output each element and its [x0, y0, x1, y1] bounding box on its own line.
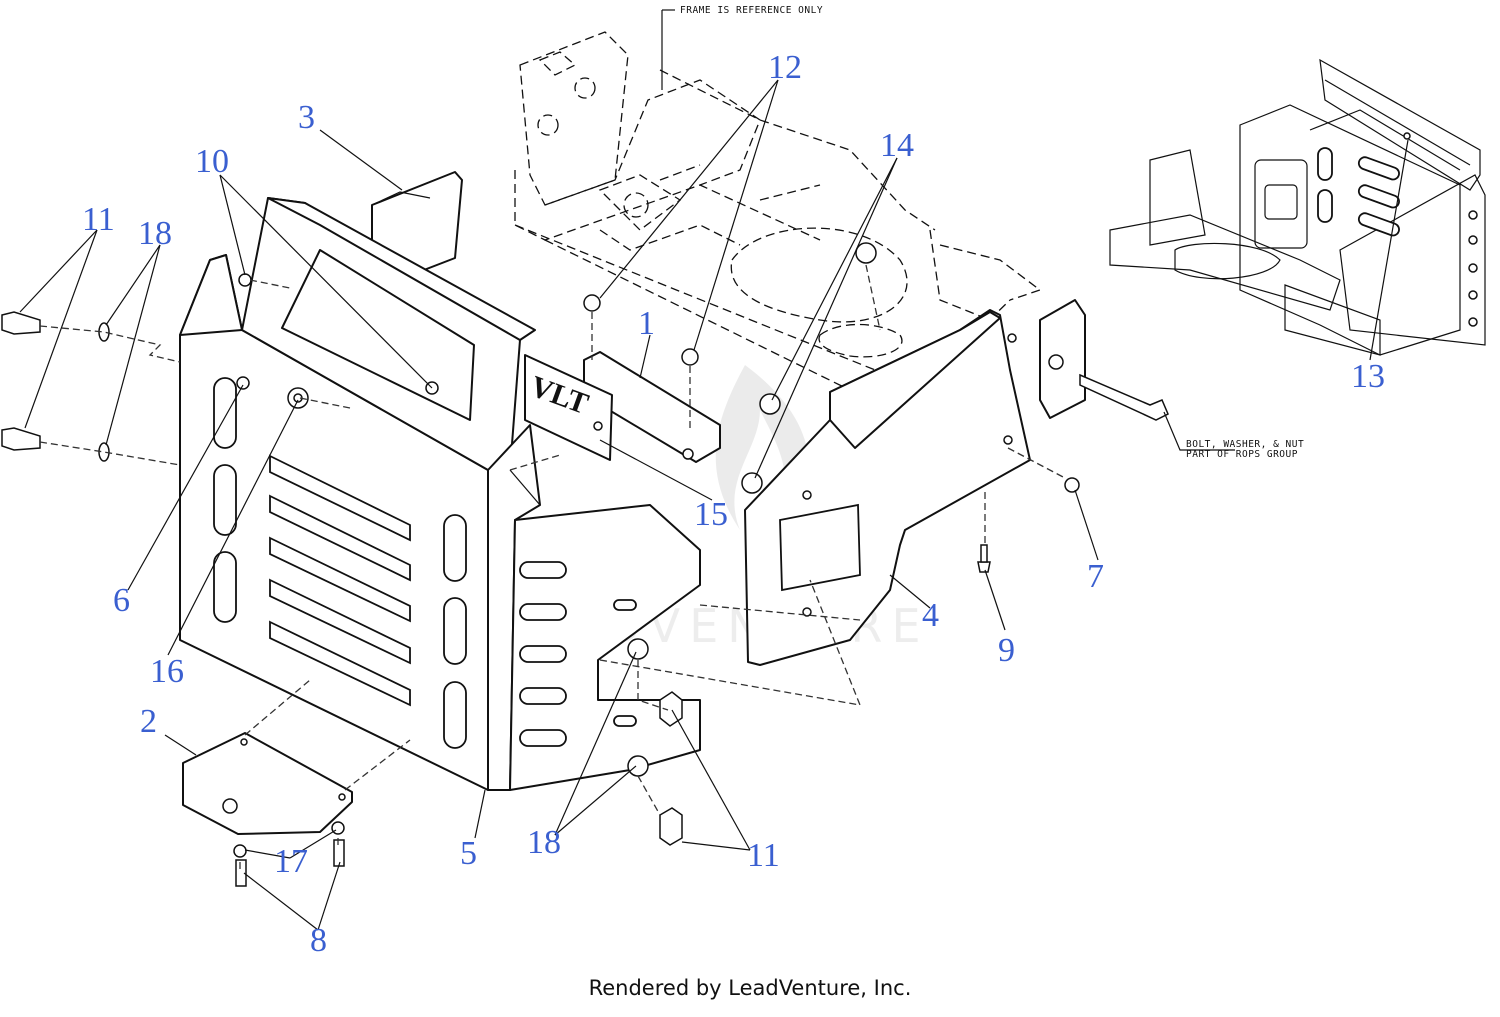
- callout-8: 8: [310, 922, 327, 959]
- rops-note-line-2: PART OF ROPS GROUP: [1186, 449, 1298, 460]
- part-4-side-plate: [744, 309, 1031, 666]
- rops-post: [1039, 299, 1086, 419]
- callout-5: 5: [460, 835, 477, 872]
- callout-16: 16: [150, 653, 184, 690]
- callout-6: 6: [113, 582, 130, 619]
- rendered-by-footer: Rendered by LeadVenture, Inc.: [588, 976, 912, 1000]
- callout-18-right: 18: [527, 824, 561, 861]
- callout-4: 4: [922, 597, 939, 634]
- callout-15: 15: [694, 496, 728, 533]
- callout-2: 2: [140, 703, 157, 740]
- callout-14: 14: [880, 127, 914, 164]
- callout-7: 7: [1087, 558, 1104, 595]
- alignment-lines: [39, 264, 1066, 870]
- frame-reference-note: FRAME IS REFERENCE ONLY: [680, 5, 823, 16]
- frame-reference: [514, 31, 1042, 396]
- callout-3: 3: [298, 99, 315, 136]
- callout-13: 13: [1351, 358, 1385, 395]
- hardware-items: [1, 242, 1169, 887]
- rops-note-line-1: BOLT, WASHER, & NUT: [1186, 439, 1304, 450]
- callout-10: 10: [195, 143, 229, 180]
- part-1-bracket: VLT: [524, 351, 721, 463]
- callout-9: 9: [998, 632, 1015, 669]
- inset-assembly-view: [1109, 58, 1486, 356]
- part-5-front-panel: [179, 197, 701, 791]
- callout-11-right: 11: [747, 837, 780, 874]
- callout-12: 12: [768, 49, 802, 86]
- callout-18-left: 18: [138, 215, 172, 252]
- part-2-bottom-plate: [182, 732, 353, 835]
- leader-lines: [19, 9, 1409, 931]
- callout-11-left: 11: [82, 201, 115, 238]
- callout-1: 1: [638, 305, 655, 342]
- callout-17: 17: [274, 843, 308, 880]
